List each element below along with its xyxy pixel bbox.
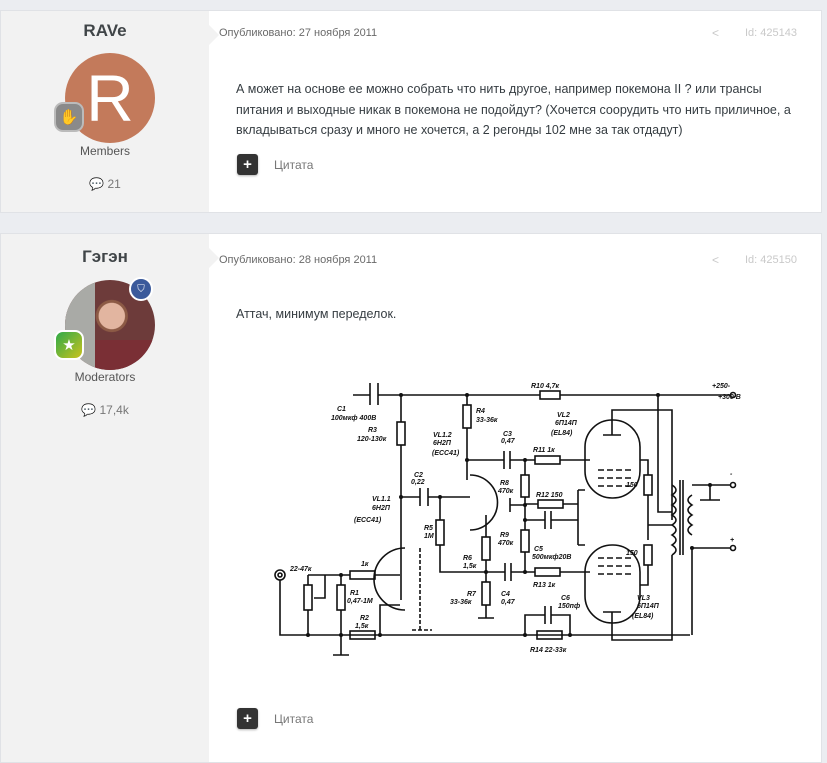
label-r3: R3 [368, 427, 377, 434]
label-r1-value: 0,47-1М [347, 598, 373, 605]
author-panel: RAVe R ✋ Members 💬 21 [1, 11, 209, 212]
label-vl2-type: 6П14П [555, 420, 578, 427]
speech-arrow [209, 248, 219, 268]
post-count-value: 21 [107, 177, 121, 191]
label-r10: R10 4,7к [531, 383, 560, 390]
schematic-wires [274, 383, 737, 656]
label-c5: C5 [534, 546, 543, 553]
label-supply-2: +300 В [718, 394, 741, 401]
label-r1: R1 [350, 590, 359, 597]
label-vl2: VL2 [557, 412, 570, 419]
label-supply-1: +250- [712, 383, 731, 390]
label-c2: C2 [414, 472, 423, 479]
label-c4-value: 0,47 [501, 599, 516, 606]
label-vl2-equiv: (EL84) [551, 430, 573, 437]
label-potentiometer: 22-47к [289, 566, 312, 573]
published-date[interactable]: Опубликовано: 28 ноября 2011 [219, 254, 378, 266]
label-c6-value: 150пф [558, 603, 580, 610]
label-c4: C4 [501, 591, 510, 598]
label-r13: R13 1к [533, 582, 556, 589]
quote-action[interactable]: + Цитата [237, 154, 313, 175]
comment-icon: 💬 [81, 403, 97, 417]
author-panel: Гэгэн ⛉ ★ Moderators 💬 17,4k [1, 234, 209, 762]
label-vl12: VL1.2 [433, 432, 452, 439]
post-body: А может на основе ее можно собрать что н… [236, 82, 791, 137]
label-vl3-equiv: (EL84) [632, 613, 654, 620]
moderator-shield-icon: ⛉ [129, 277, 153, 301]
label-r9: R9 [500, 532, 509, 539]
share-icon[interactable]: < [712, 253, 720, 267]
share-icon[interactable]: < [712, 26, 720, 40]
plus-icon[interactable]: + [237, 708, 258, 729]
label-r11: R11 1к [533, 447, 555, 454]
quote-label[interactable]: Цитата [274, 157, 314, 172]
label-r9-value: 470к [497, 540, 514, 547]
label-r14: R14 22-33к [530, 647, 567, 654]
amplifier-schematic-image[interactable]: C1 100мкф 400В R3 120-130к R4 33-36к R10… [265, 375, 765, 660]
post-body: Аттач, минимум переделок. [236, 307, 397, 321]
label-r8-value: 470к [497, 488, 514, 495]
label-c2-value: 0,22 [411, 479, 425, 486]
post-count: 💬 21 [1, 177, 209, 191]
label-r12: R12 150 [536, 492, 563, 499]
author-name[interactable]: RAVe [83, 21, 127, 40]
label-r4-value: 33-36к [476, 417, 498, 424]
star-badge-icon: ★ [54, 330, 84, 360]
post: Гэгэн ⛉ ★ Moderators 💬 17,4k Опубликован… [0, 233, 822, 763]
label-vl11: VL1.1 [372, 496, 391, 503]
label-plus: + [730, 537, 734, 544]
label-c5-value: 500мкф20В [532, 554, 571, 561]
schematic-labels: C1 100мкф 400В R3 120-130к R4 33-36к R10… [289, 383, 741, 654]
label-vl11-equiv: (ECC41) [354, 517, 382, 524]
label-c1-value: 100мкф 400В [331, 415, 376, 422]
post-id: Id: 425143 [745, 27, 797, 39]
label-vl11-type: 6Н2П [372, 505, 391, 512]
label-minus: - [730, 471, 733, 478]
author-name[interactable]: Гэгэн [82, 247, 128, 266]
schematic-nodes [306, 393, 712, 637]
label-r8: R8 [500, 480, 509, 487]
member-badge-icon: ✋ [54, 102, 84, 132]
speech-arrow [209, 25, 219, 45]
label-r2: R2 [360, 615, 369, 622]
post-count: 💬 17,4k [1, 403, 209, 417]
label-c3: C3 [503, 431, 512, 438]
label-r6: R6 [463, 555, 472, 562]
label-vl3-type: 6П14П [637, 603, 660, 610]
label-vl12-type: 6Н2П [433, 440, 452, 447]
label-1k: 1к [361, 561, 369, 568]
label-c1: C1 [337, 406, 346, 413]
label-c6: C6 [561, 595, 570, 602]
label-r5: R5 [424, 525, 433, 532]
user-group: Members [79, 144, 130, 158]
label-vl3: VL3 [637, 595, 650, 602]
avatar[interactable] [65, 280, 155, 370]
label-r6-value: 1,5к [463, 563, 477, 570]
post: RAVe R ✋ Members 💬 21 Опубликовано: 27 н… [0, 10, 822, 213]
quote-label[interactable]: Цитата [274, 711, 314, 726]
post-id: Id: 425150 [745, 254, 797, 266]
user-group: Moderators [74, 370, 136, 384]
label-r3-value: 120-130к [357, 436, 387, 443]
plus-icon[interactable]: + [237, 154, 258, 175]
label-r7: R7 [467, 591, 477, 598]
label-r7-value: 33-36к [450, 599, 472, 606]
label-r4: R4 [476, 408, 485, 415]
label-vl12-equiv: (ECC41) [432, 450, 460, 457]
label-150-lower: 150 [626, 550, 638, 557]
label-150-upper: 150 [626, 482, 638, 489]
comment-icon: 💬 [89, 177, 105, 191]
published-date[interactable]: Опубликовано: 27 ноября 2011 [219, 27, 378, 39]
label-c3-value: 0,47 [501, 438, 516, 445]
quote-action[interactable]: + Цитата [237, 708, 313, 729]
label-r2-value: 1,5к [355, 623, 369, 630]
label-r5-value: 1М [424, 533, 434, 540]
post-count-value: 17,4k [99, 403, 129, 417]
